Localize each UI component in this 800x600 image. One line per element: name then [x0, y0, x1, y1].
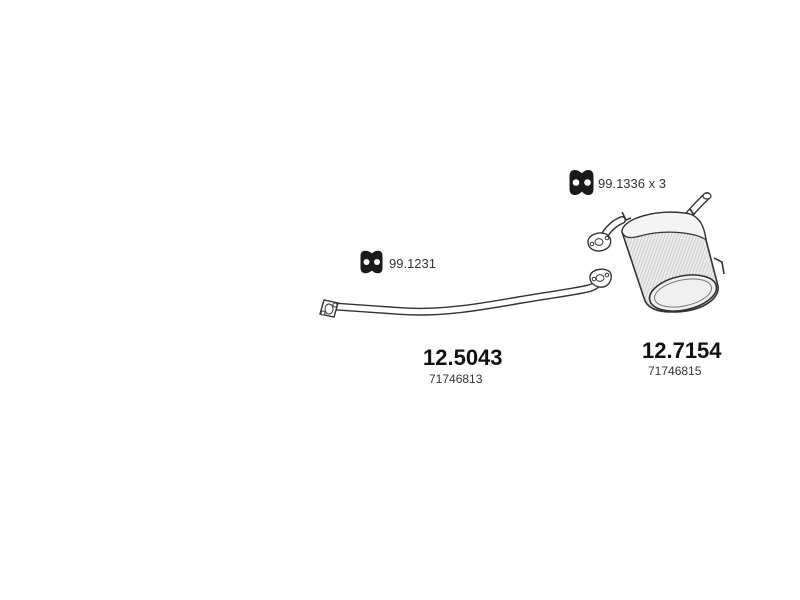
rubber-hanger-large	[569, 170, 594, 195]
muffler-part-number: 12.7154	[642, 338, 722, 363]
hanger-large-code: 99.1336 x 3	[598, 176, 666, 191]
rubber-hanger-small	[360, 250, 383, 274]
pipe-part-number: 12.5043	[423, 345, 503, 370]
pipe-inlet-flange	[319, 299, 339, 318]
pipe-outlet-flange	[589, 268, 612, 288]
rear-muffler	[587, 192, 725, 313]
muffler-oem-number: 71746815	[648, 364, 702, 378]
muffler-inlet-flange	[587, 232, 612, 252]
pipe-oem-number: 71746813	[429, 372, 483, 386]
front-pipe	[319, 268, 612, 318]
hanger-small-code: 99.1231	[389, 256, 436, 271]
